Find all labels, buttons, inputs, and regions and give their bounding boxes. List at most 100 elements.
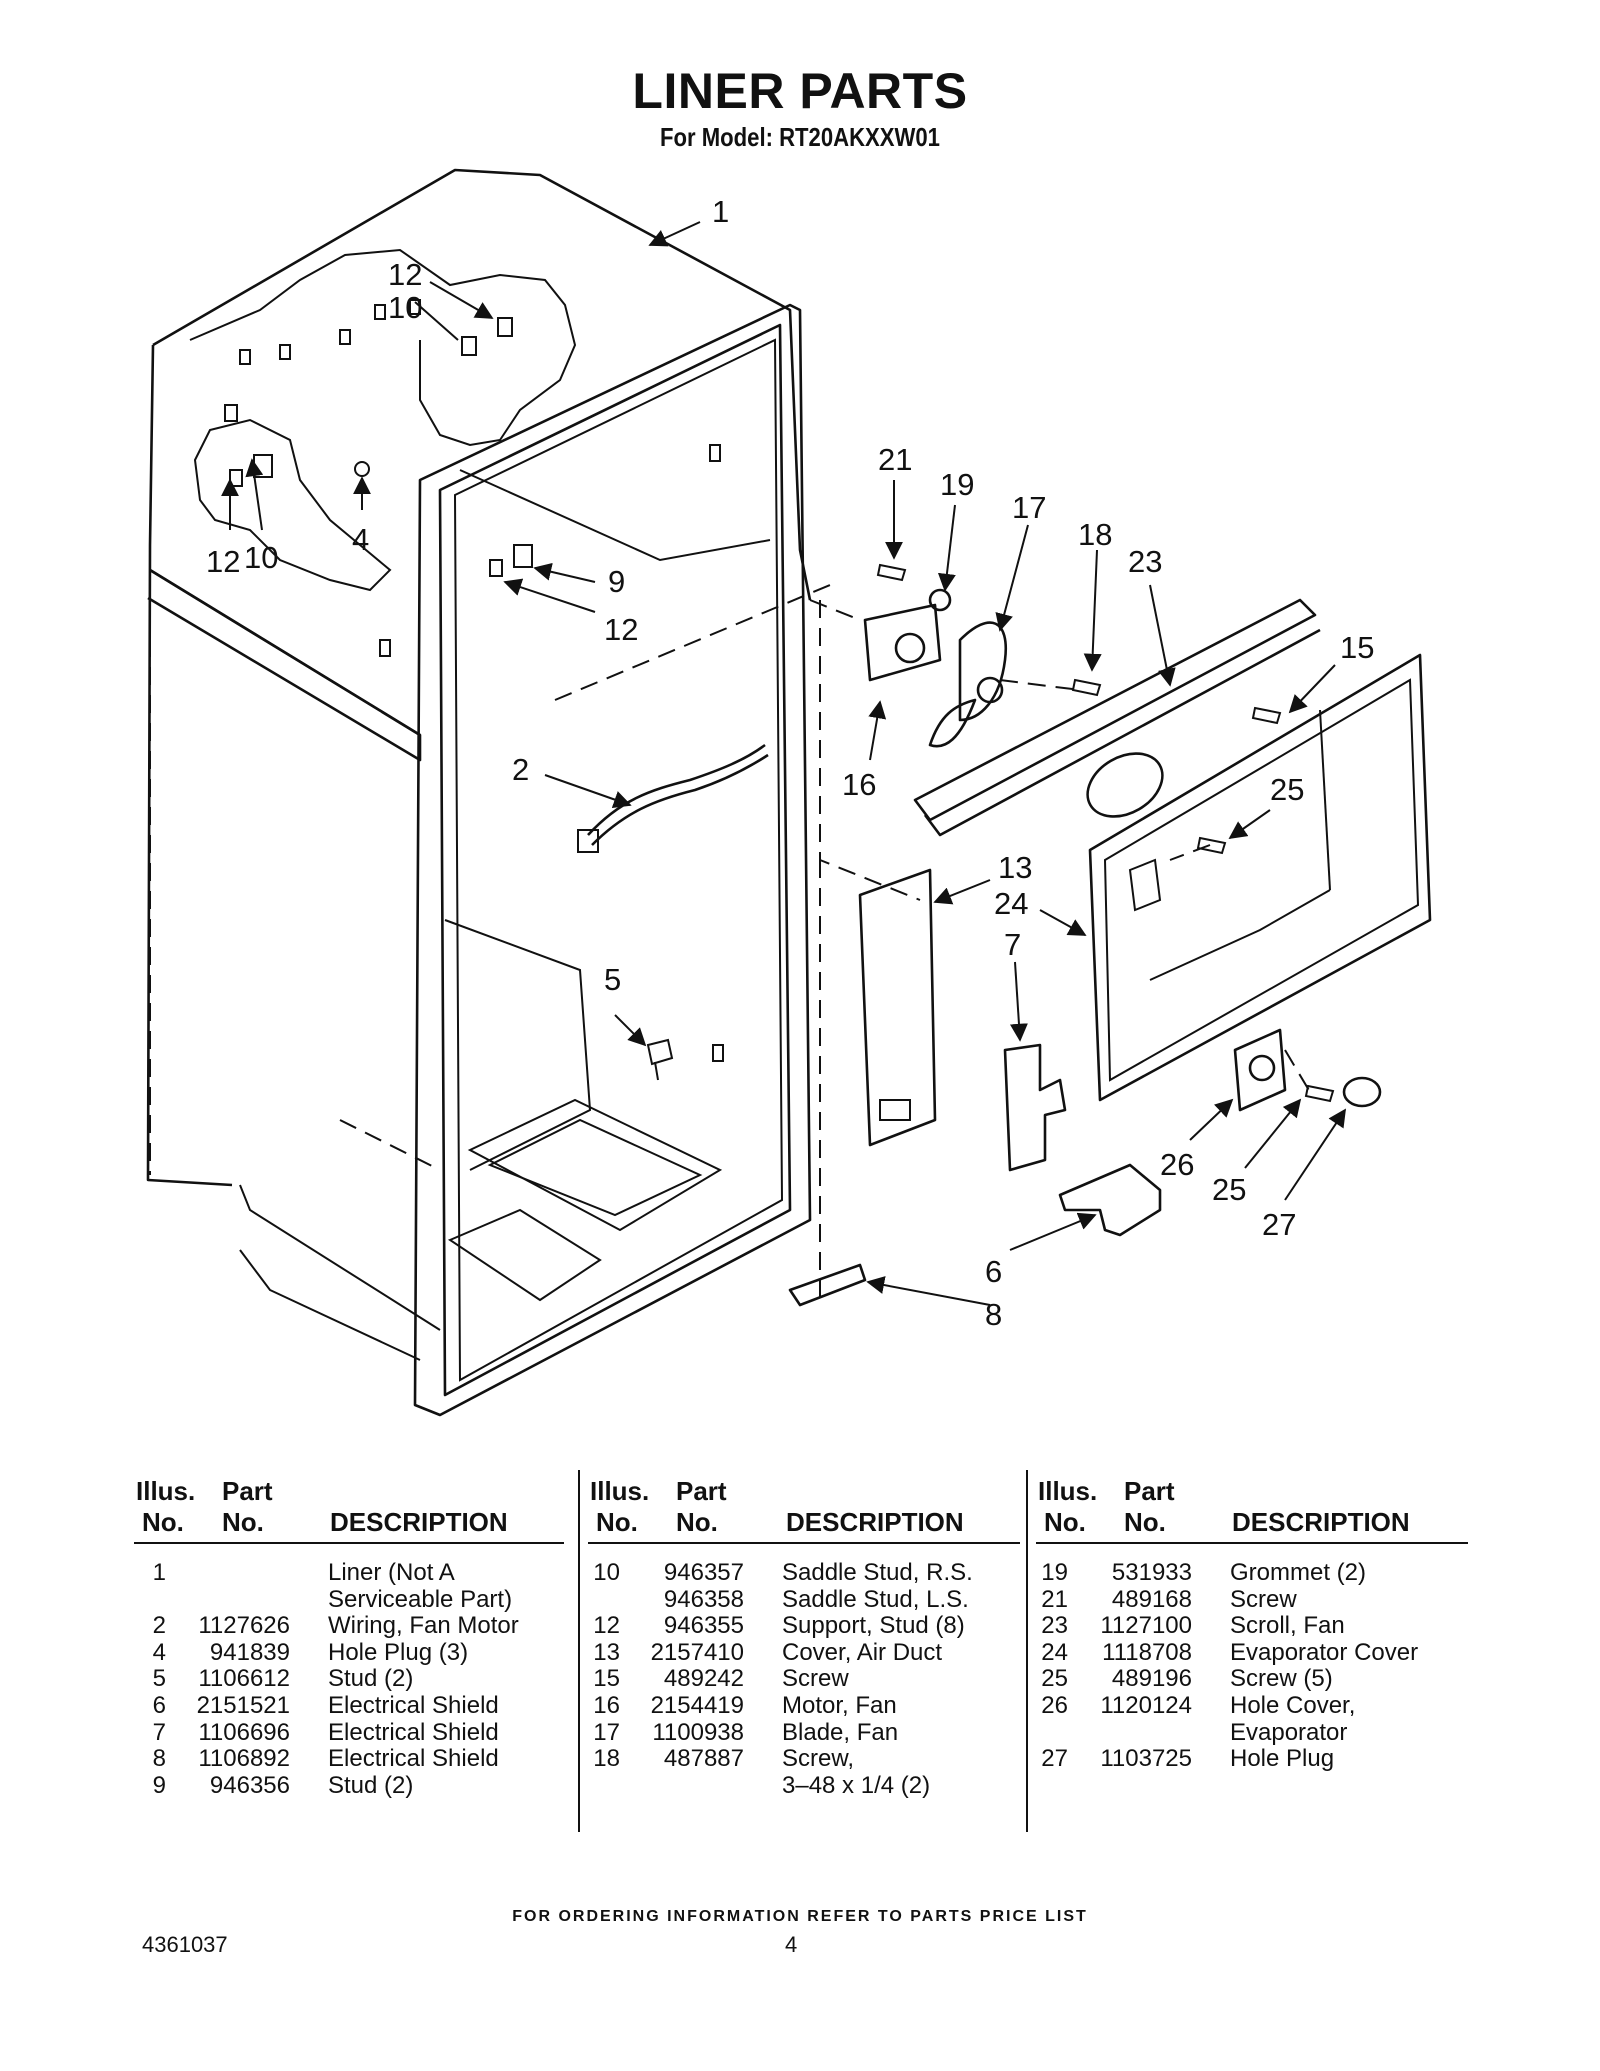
part-number: 946357	[663, 1559, 744, 1586]
illus-number: 5	[152, 1665, 166, 1693]
callout-25: 25	[1212, 1172, 1246, 1207]
part-description: Scroll, Fan	[1230, 1612, 1345, 1640]
part-description: Electrical Shield	[328, 1745, 499, 1773]
header-rule	[1036, 1542, 1468, 1544]
header-part-no: No.	[222, 1507, 264, 1537]
part-number: 1118708	[1102, 1638, 1192, 1666]
illus-number: 26	[1041, 1691, 1068, 1719]
callout-6: 6	[985, 1254, 1002, 1289]
header-rule	[134, 1542, 564, 1544]
illus-number: 17	[593, 1718, 620, 1746]
illus-number: 4	[152, 1638, 166, 1666]
illus-number: 16	[593, 1691, 620, 1719]
illus-number: 6	[152, 1691, 166, 1719]
illus-number: 13	[593, 1638, 620, 1666]
callout-17: 17	[1012, 490, 1046, 525]
part-number: 946358	[663, 1585, 744, 1613]
callout-18: 18	[1078, 517, 1112, 552]
header-part: Part	[222, 1476, 273, 1506]
illus-number: 7	[152, 1718, 166, 1746]
part-description: Support, Stud (8)	[782, 1612, 965, 1640]
callout-labels: 1 12 10 12 10 4 9 12 2 5 21 19 17 18 23 …	[206, 194, 1374, 1332]
part-description: Evaporator	[1230, 1718, 1348, 1746]
part-number: 1106612	[198, 1665, 290, 1693]
header-illus: Illus.	[590, 1476, 650, 1506]
callout-15: 15	[1340, 630, 1374, 665]
illus-number: 21	[1041, 1585, 1068, 1613]
part-number: 489242	[663, 1665, 744, 1693]
part-description: Screw	[782, 1665, 849, 1693]
header-illus: Illus.	[1038, 1476, 1098, 1506]
part-description: Serviceable Part)	[328, 1585, 513, 1613]
exploded-parts-diagram: 1 12 10 12 10 4 9 12 2 5 21 19 17 18 23 …	[146, 168, 1432, 1417]
part-description: Screw	[1230, 1585, 1297, 1613]
callout-5: 5	[604, 962, 621, 997]
illus-number: 12	[593, 1612, 620, 1640]
callout-16: 16	[842, 767, 876, 802]
part-number: 2157410	[650, 1638, 744, 1666]
callout-7: 7	[1004, 927, 1021, 962]
part-description: Electrical Shield	[328, 1691, 499, 1719]
part-number: 1106892	[198, 1745, 290, 1773]
header-part: Part	[1124, 1476, 1175, 1506]
part-description: Evaporator Cover	[1230, 1638, 1419, 1666]
part-description: Wiring, Fan Motor	[328, 1612, 519, 1640]
callout-23: 23	[1128, 544, 1162, 579]
illus-number: 15	[593, 1665, 620, 1693]
header-part: Part	[676, 1476, 727, 1506]
callout-10: 10	[388, 290, 422, 325]
header-description: DESCRIPTION	[786, 1507, 964, 1537]
page-title: LINER PARTS	[632, 63, 968, 119]
ordering-footer: FOR ORDERING INFORMATION REFER TO PARTS …	[512, 1908, 1088, 1925]
part-description: Motor, Fan	[782, 1691, 897, 1719]
illus-number: 18	[593, 1745, 620, 1773]
document-number: 4361037	[142, 1932, 228, 1957]
illus-number: 19	[1041, 1559, 1068, 1586]
callout-12: 12	[604, 612, 638, 647]
illus-number: 24	[1041, 1638, 1068, 1666]
callout-12: 12	[388, 257, 422, 292]
callout-27: 27	[1262, 1207, 1296, 1242]
part-description: Grommet (2)	[1230, 1559, 1367, 1586]
header-illus-no: No.	[142, 1507, 184, 1537]
part-number: 946356	[209, 1771, 290, 1799]
part-description: Hole Plug	[1230, 1745, 1335, 1773]
callout-25: 25	[1270, 772, 1304, 807]
callout-4: 4	[352, 522, 369, 557]
header-illus: Illus.	[136, 1476, 196, 1506]
illus-number: 27	[1041, 1745, 1068, 1773]
part-number: 2154419	[650, 1691, 744, 1719]
part-number: 1127100	[1100, 1612, 1192, 1640]
callout-12: 12	[206, 544, 240, 579]
column-divider	[1026, 1470, 1028, 1832]
part-number: 1100938	[652, 1718, 744, 1746]
illus-number: 9	[152, 1771, 166, 1799]
part-description: Saddle Stud, L.S.	[782, 1585, 969, 1613]
leader-lines	[221, 221, 1346, 1306]
header-description: DESCRIPTION	[330, 1507, 508, 1537]
header-illus-no: No.	[1044, 1507, 1086, 1537]
model-subtitle: For Model: RT20AKXXW01	[660, 122, 940, 152]
part-number: 941839	[209, 1638, 290, 1666]
illus-number: 2	[152, 1612, 166, 1640]
callout-8: 8	[985, 1297, 1002, 1332]
illus-number: 1	[152, 1559, 166, 1586]
callout-24: 24	[994, 886, 1028, 921]
header-rule	[588, 1542, 1020, 1544]
part-description: Liner (Not A	[328, 1559, 455, 1586]
liner-drawing	[146, 168, 1432, 1417]
part-number: 1103725	[1100, 1745, 1192, 1773]
part-description: Screw (5)	[1230, 1665, 1333, 1693]
callout-2: 2	[512, 752, 529, 787]
illus-number: 8	[152, 1745, 166, 1773]
part-description: Hole Cover,	[1230, 1691, 1356, 1719]
part-number: 946355	[663, 1612, 744, 1640]
column-divider	[578, 1470, 580, 1832]
part-number: 1106696	[198, 1718, 290, 1746]
part-number: 1127626	[198, 1612, 290, 1640]
part-description: 3–48 x 1/4 (2)	[782, 1771, 931, 1799]
page-number: 4	[785, 1932, 798, 1957]
part-description: Hole Plug (3)	[328, 1638, 469, 1666]
callout-10: 10	[244, 540, 278, 575]
part-number: 1120124	[1100, 1691, 1192, 1719]
